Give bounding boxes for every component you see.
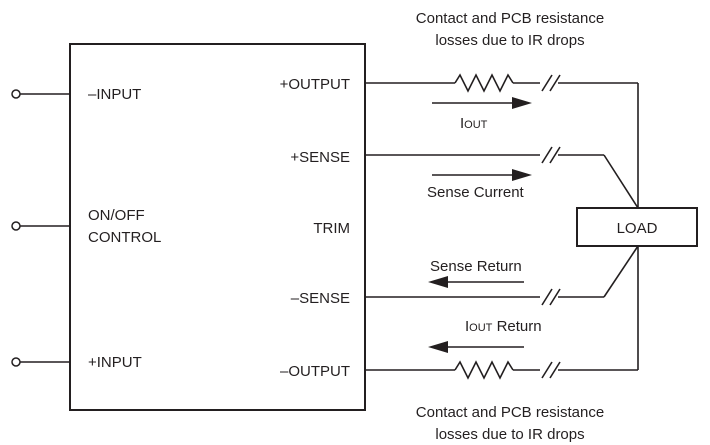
sense-return-arrow [428,276,524,288]
top-note-line2: losses due to IR drops [435,32,584,49]
minus-input-terminal [11,89,70,99]
minus-output-wire [365,246,639,380]
iout-arrow [432,97,532,109]
plus-sense-label: +SENSE [290,149,350,166]
plus-sense-wire [365,146,639,209]
plus-input-label: +INPUT [88,354,142,371]
plus-output-label: +OUTPUT [280,76,350,93]
plus-input-terminal [11,357,70,367]
top-note-line1: Contact and PCB resistance [416,10,604,27]
iout-return-arrow [428,341,524,353]
iout-return-sub: OUT [469,322,493,334]
on-off-terminal [11,221,70,231]
plus-output-resistor [454,73,514,93]
sense-current-arrow [432,169,532,181]
bottom-note-line2: losses due to IR drops [435,426,584,443]
minus-output-resistor [454,360,514,380]
bottom-note-line1: Contact and PCB resistance [416,404,604,421]
minus-sense-wire [365,245,639,306]
iout-return-label: IOUT Return [465,318,542,335]
iout-main: I [460,115,464,132]
sense-return-label: Sense Return [430,258,522,275]
iout-sub: OUT [464,119,488,131]
plus-output-break [541,74,553,92]
plus-sense-break [541,146,553,164]
load-label: LOAD [617,220,658,237]
on-off-label-line2: CONTROL [88,229,161,246]
iout-return-main: I [465,318,469,335]
iout-label: IOUT [460,115,488,132]
minus-input-label: –INPUT [88,86,141,103]
iout-return-suffix: Return [492,318,541,335]
sense-current-label: Sense Current [427,184,525,201]
minus-output-label: –OUTPUT [280,363,350,380]
minus-sense-break [541,288,553,306]
minus-sense-label: –SENSE [291,290,350,307]
trim-label: TRIM [313,220,350,237]
on-off-label-line1: ON/OFF [88,207,145,224]
minus-output-break [541,361,553,379]
plus-output-wire [365,73,639,208]
converter-block [69,43,366,411]
load-box [576,207,698,247]
